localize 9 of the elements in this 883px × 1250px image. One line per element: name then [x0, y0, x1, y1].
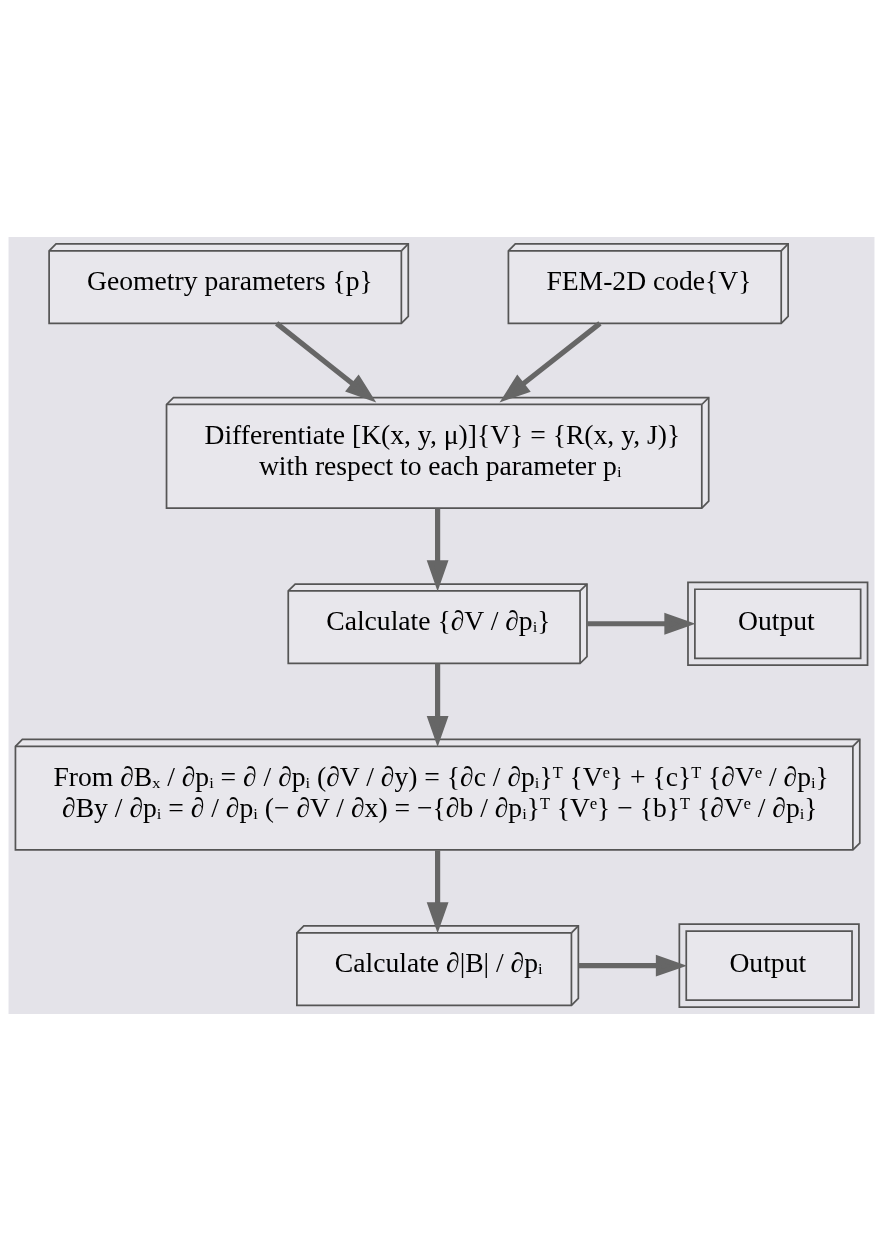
node-box: Output: [678, 922, 860, 1008]
arrow: [578, 954, 687, 977]
arrow: [426, 849, 449, 933]
arrow: [499, 320, 602, 402]
node-box: Output: [687, 580, 869, 666]
arrow: [587, 612, 696, 635]
arrow: [426, 663, 449, 747]
arrow: [275, 320, 377, 402]
arrow: [426, 508, 449, 591]
